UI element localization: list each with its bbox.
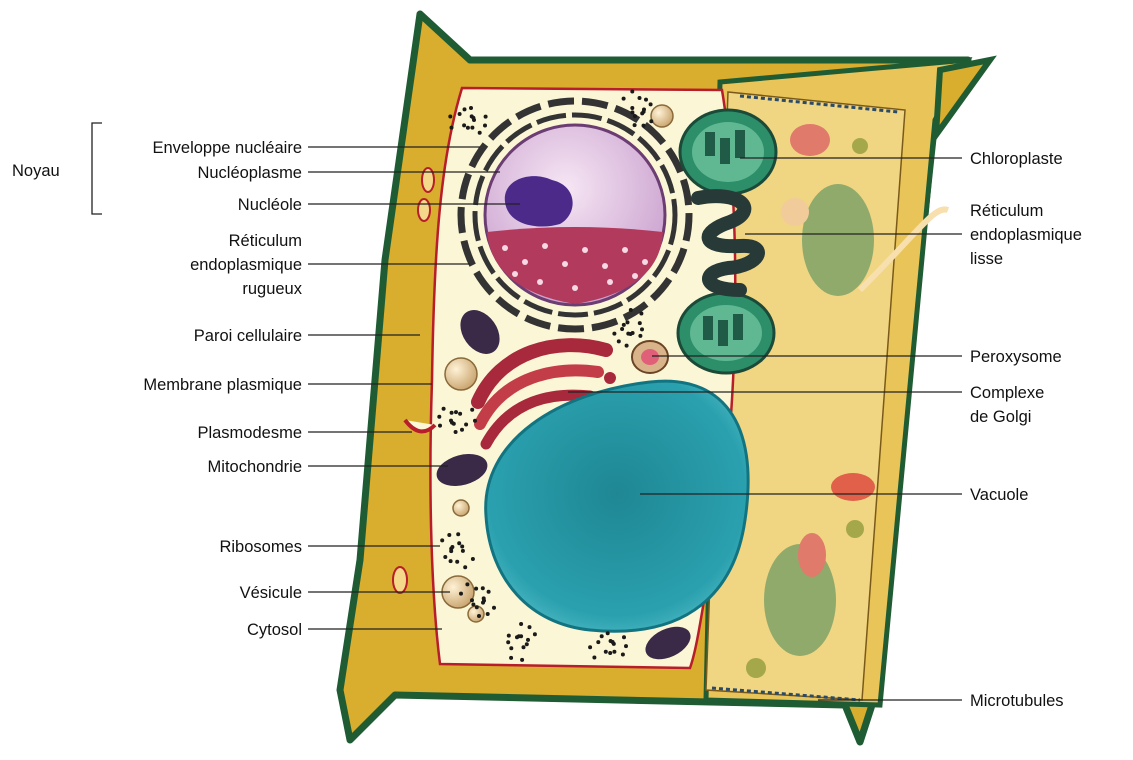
label-cytosol: Cytosol: [247, 621, 302, 639]
label-enveloppe-nucleaire: Enveloppe nucléaire: [152, 139, 302, 157]
label-reticulum-lisse-line1: Réticulum: [970, 202, 1043, 220]
label-microtubules: Microtubules: [970, 692, 1064, 710]
label-vesicule: Vésicule: [240, 584, 302, 602]
label-reticulum-rugueux-line2: endoplasmique: [190, 256, 302, 274]
label-reticulum-lisse-line3: lisse: [970, 250, 1003, 268]
label-noyau: Noyau: [12, 162, 60, 180]
nucleus: [485, 125, 665, 305]
label-plasmodesme: Plasmodesme: [197, 424, 302, 442]
label-reticulum-rugueux-line3: rugueux: [242, 280, 302, 298]
right-labels: Chloroplaste Réticulum endoplasmique lis…: [970, 150, 1082, 710]
label-paroi-cellulaire: Paroi cellulaire: [194, 327, 302, 345]
label-complexe-golgi-line1: Complexe: [970, 384, 1044, 402]
label-peroxysome: Peroxysome: [970, 348, 1062, 366]
label-complexe-golgi-line2: de Golgi: [970, 408, 1031, 426]
peroxisome: [632, 341, 668, 373]
label-ribosomes: Ribosomes: [219, 538, 302, 556]
label-nucleoplasme: Nucléoplasme: [197, 164, 302, 182]
label-nucleole: Nucléole: [238, 196, 302, 214]
label-reticulum-lisse-line2: endoplasmique: [970, 226, 1082, 244]
label-reticulum-rugueux-line1: Réticulum: [229, 232, 302, 250]
label-chloroplaste: Chloroplaste: [970, 150, 1063, 168]
label-membrane-plasmique: Membrane plasmique: [143, 376, 302, 394]
label-vacuole: Vacuole: [970, 486, 1028, 504]
label-mitochondrie: Mitochondrie: [208, 458, 302, 476]
left-labels: Enveloppe nucléaire Nucléoplasme Nucléol…: [143, 139, 302, 639]
